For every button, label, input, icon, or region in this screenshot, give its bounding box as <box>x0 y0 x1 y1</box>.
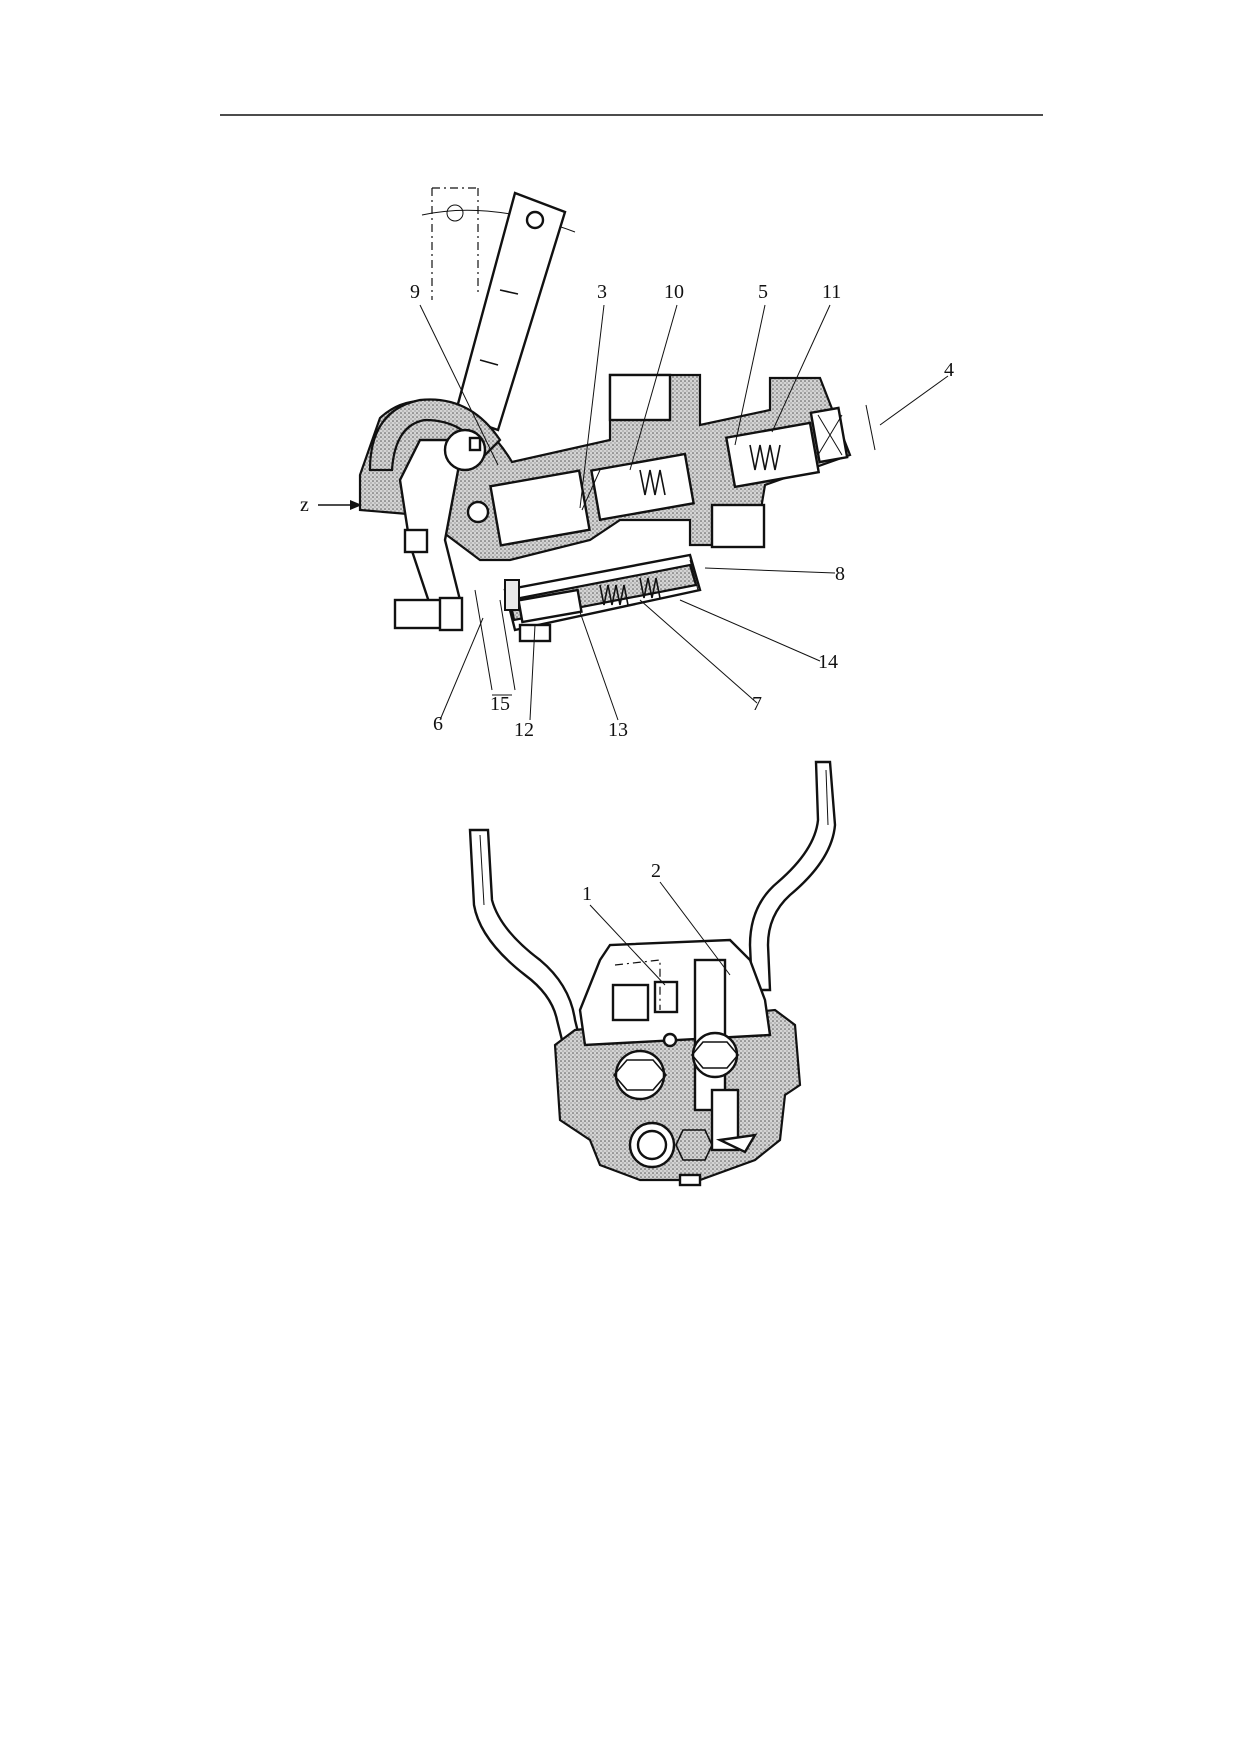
left-fork-arm <box>468 828 582 1042</box>
front-view: 1 2 <box>468 760 837 1187</box>
leader-1 <box>589 904 666 986</box>
pivot-arm <box>368 398 502 632</box>
z-direction-arrow <box>318 500 362 510</box>
callout-4: 4 <box>944 359 954 381</box>
callout-12: 12 <box>514 719 534 741</box>
right-fork-arm <box>748 760 837 992</box>
top-view-leaders <box>419 304 949 721</box>
callout-13: 13 <box>608 719 628 741</box>
top-view: z 9 3 10 5 11 4 8 14 7 13 12 15 6 <box>300 187 954 741</box>
leader-2 <box>659 881 731 976</box>
direction-label-z: z <box>300 494 309 516</box>
callout-8: 8 <box>835 563 845 585</box>
callout-1: 1 <box>582 883 592 905</box>
callout-15: 15 <box>490 693 510 715</box>
callout-6: 6 <box>433 713 443 735</box>
callout-14: 14 <box>818 651 838 673</box>
lower-spool-housing <box>503 553 702 643</box>
callout-3: 3 <box>597 281 607 303</box>
callout-2: 2 <box>651 860 661 882</box>
callout-5: 5 <box>758 281 768 303</box>
callout-11: 11 <box>822 281 841 303</box>
callout-10: 10 <box>664 281 684 303</box>
callout-9: 9 <box>410 281 420 303</box>
front-valve-body <box>553 938 802 1187</box>
control-lever <box>453 191 567 432</box>
callout-7: 7 <box>752 693 762 715</box>
